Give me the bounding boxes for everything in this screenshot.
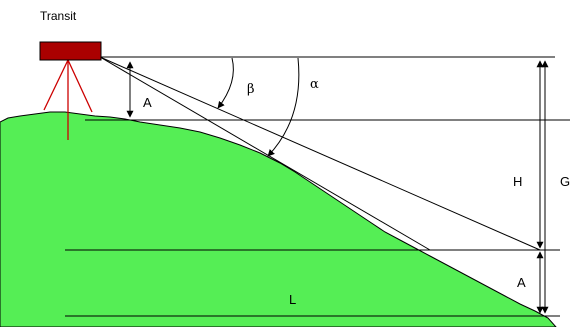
label-H: H [513, 174, 522, 189]
label-beta: β [247, 82, 255, 97]
angle-arc-beta [217, 57, 234, 109]
label-A-upper: A [143, 95, 152, 110]
label-alpha: α [310, 77, 319, 92]
transit-label: Transit [40, 9, 77, 23]
angle-arc-alpha [267, 57, 300, 157]
tripod-leg-right [67, 59, 93, 113]
tripod-leg-left [43, 59, 69, 111]
label-A-lower: A [517, 275, 526, 290]
label-L: L [289, 292, 296, 307]
label-G: G [560, 174, 570, 189]
transit-body [39, 41, 102, 61]
sight-line-beta [99, 56, 541, 251]
sight-line-alpha [99, 56, 431, 251]
ground-hill [0, 111, 557, 327]
